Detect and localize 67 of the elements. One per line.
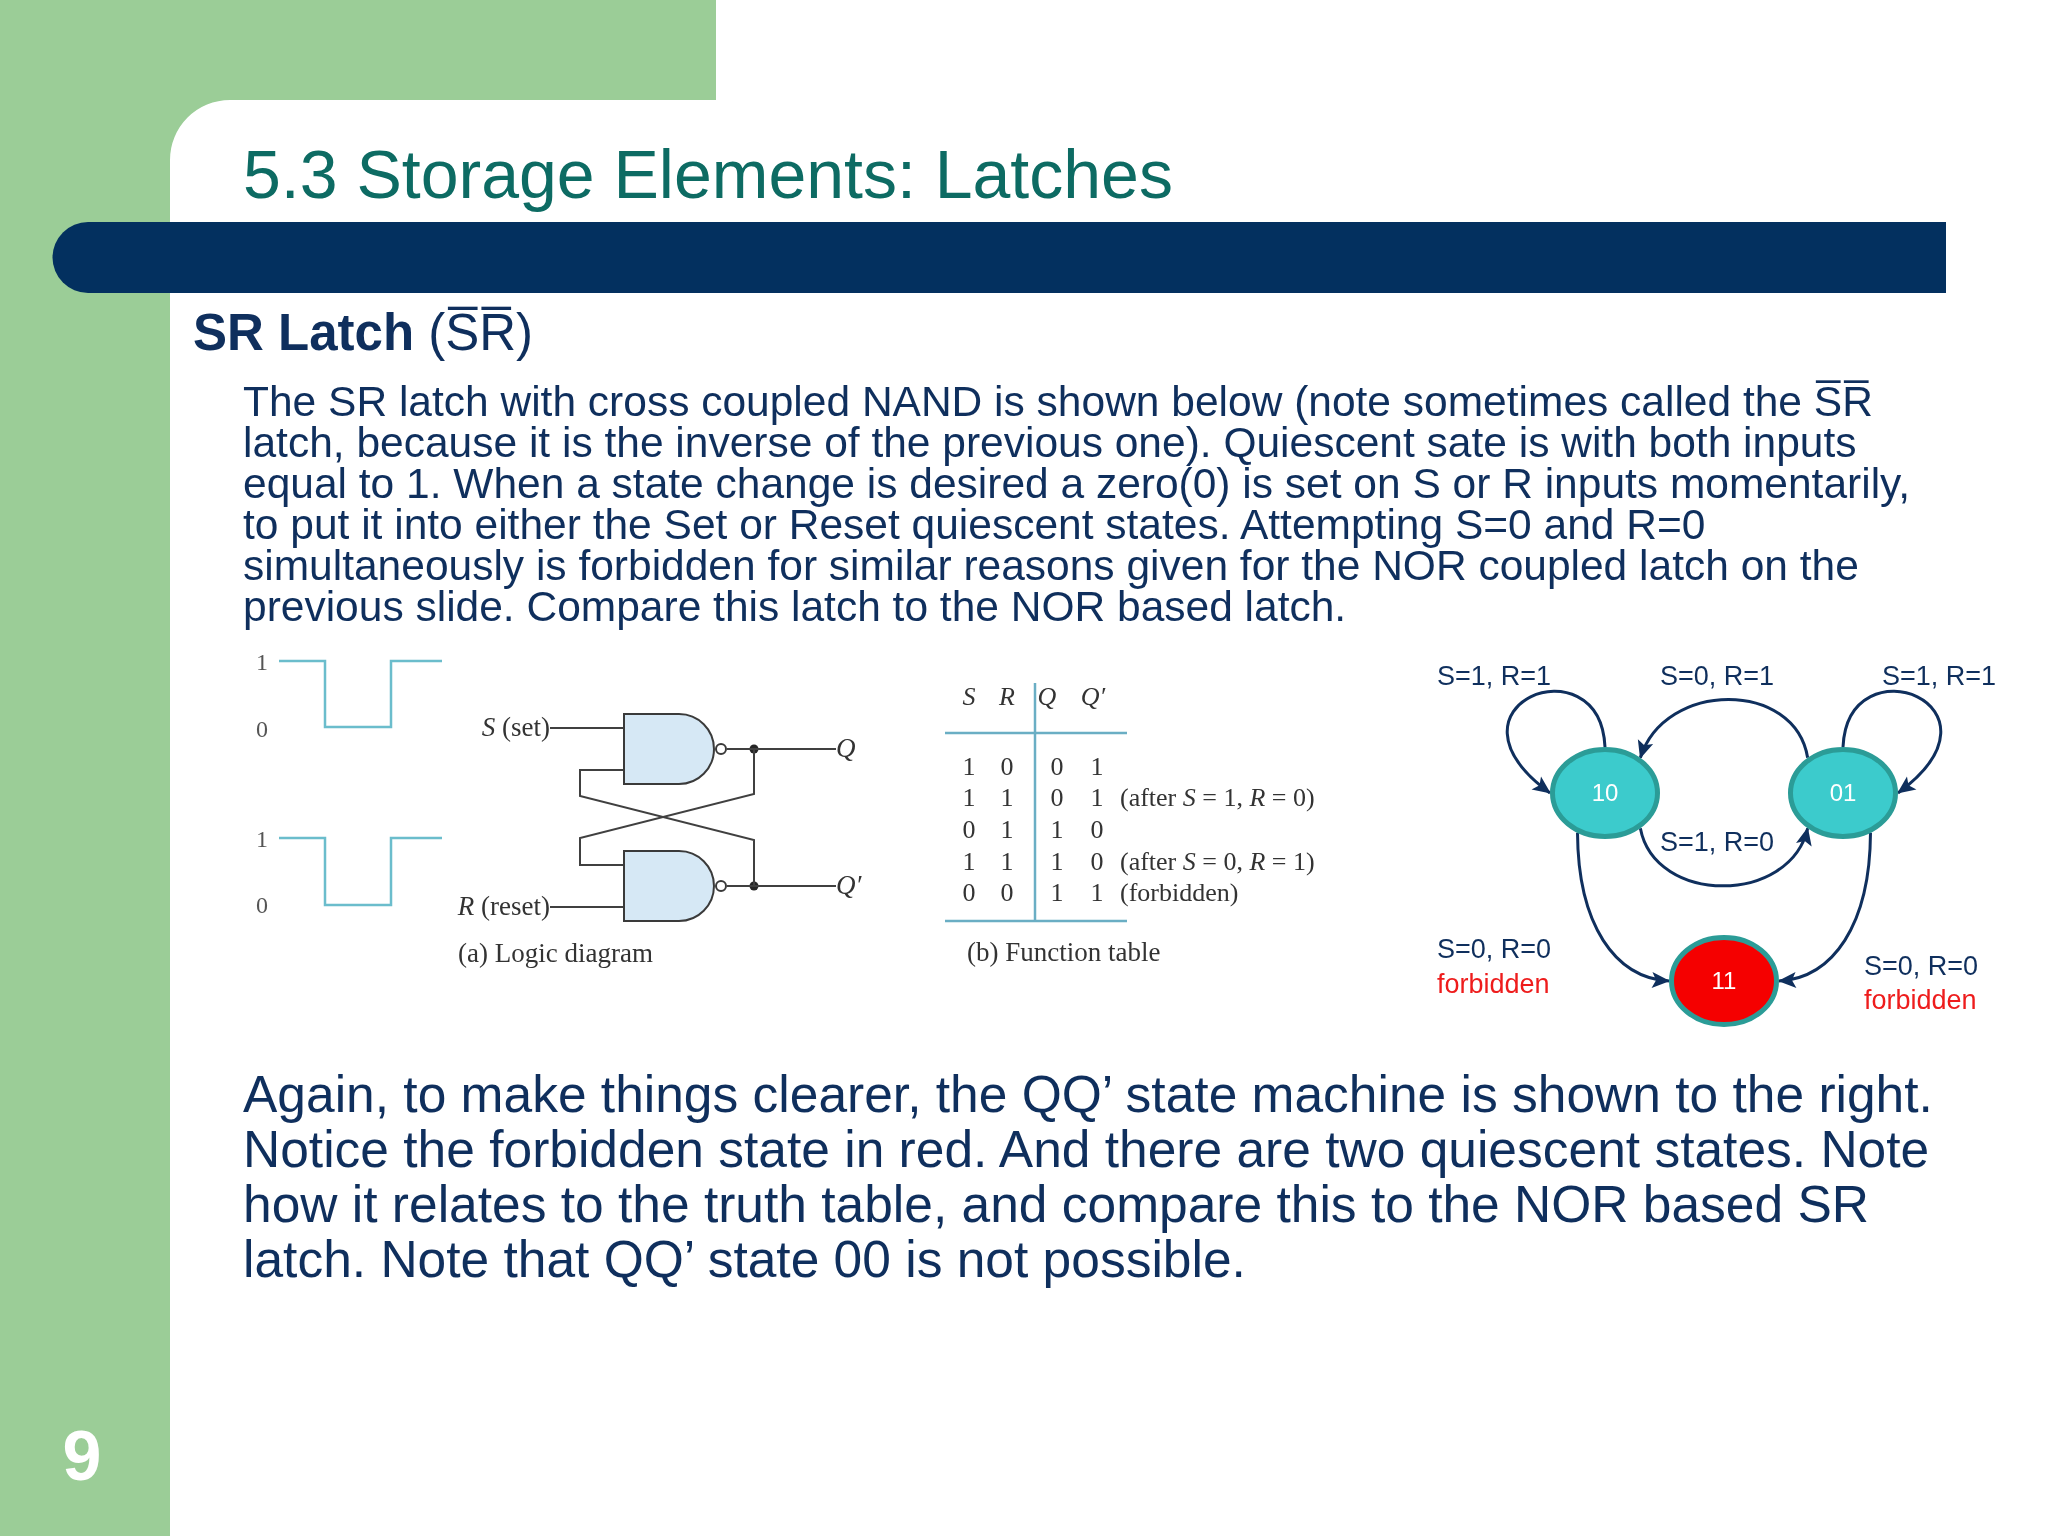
figure-caption: (b) Function table	[967, 937, 1161, 969]
state-circle	[1550, 747, 1660, 839]
column-header: Q	[1037, 682, 1057, 712]
truth-value: 1	[1050, 878, 1064, 908]
truth-value: 0	[1050, 783, 1064, 813]
truth-value: 0	[1000, 752, 1014, 782]
state-circle	[1669, 935, 1779, 1027]
output-label: Q′	[836, 870, 862, 902]
column-header: R	[999, 682, 1015, 712]
state-label: 10	[1591, 779, 1619, 807]
edge-label: S=1, R=1	[1437, 661, 1552, 693]
transition-arrow	[1576, 832, 1670, 987]
truth-value: 1	[1000, 815, 1014, 845]
table-note: (after S = 0, R = 1)	[1120, 847, 1315, 877]
section-heading: SR Latch (S̅R̅)	[193, 303, 534, 363]
truth-value: 1	[1000, 847, 1014, 877]
table-note: (forbidden)	[1120, 878, 1239, 908]
transition-arrow	[1778, 832, 1872, 987]
truth-value: 0	[1000, 878, 1014, 908]
transition-arrow	[1638, 827, 1810, 888]
wire	[549, 906, 624, 908]
state-note: forbidden	[1437, 969, 1550, 1001]
slide-title: 5.3 Storage Elements: Latches	[243, 134, 1173, 214]
state-note: forbidden	[1864, 985, 1977, 1017]
truth-value: 1	[1050, 815, 1064, 845]
transition-arrow	[1639, 697, 1810, 759]
logic-level-label: 1	[256, 826, 268, 854]
feedback-wire	[579, 769, 755, 887]
logic-level-label: 0	[256, 716, 268, 744]
edge-label: S=0, R=1	[1660, 661, 1775, 693]
column-header: Q′	[1080, 682, 1106, 712]
truth-value: 1	[1090, 783, 1104, 813]
logic-level-label: 0	[256, 892, 268, 920]
logic-level-label: 1	[256, 649, 268, 677]
nand-gate	[623, 850, 727, 922]
truth-value: 1	[1050, 847, 1064, 877]
truth-value: 1	[962, 752, 976, 782]
truth-value: 1	[1090, 752, 1104, 782]
feedback-wire	[579, 748, 755, 866]
table-note: (after S = 1, R = 0)	[1120, 783, 1315, 813]
body-text: Again, to make things clearer, the QQ’ state machine is shown to the right. Notice the forbidden state in red. And there are two quiescent states. Note how it relates to the truth table, and compare this to the NOR based SR latch. Note that QQ’ state 00 is not possible.	[243, 1067, 1934, 1287]
truth-value: 1	[962, 783, 976, 813]
transition-arrow	[1505, 690, 1607, 795]
truth-value: 0	[962, 815, 976, 845]
wire	[549, 727, 624, 729]
edge-label: S=1, R=0	[1660, 827, 1775, 859]
figure-caption: (a) Logic diagram	[458, 938, 653, 970]
input-label: S (set)	[481, 712, 550, 744]
state-label: 01	[1829, 779, 1857, 807]
edge-label: S=0, R=0	[1864, 951, 1979, 983]
truth-value: 0	[1090, 847, 1104, 877]
state-circle	[1788, 747, 1898, 839]
edge-label: S=1, R=1	[1882, 661, 1997, 693]
nand-gate	[623, 713, 727, 785]
state-label: 11	[1711, 967, 1737, 995]
output-label: Q	[836, 733, 856, 765]
truth-value: 0	[1050, 752, 1064, 782]
edge-label: S=0, R=0	[1437, 934, 1552, 966]
column-header: S	[962, 682, 976, 712]
page-number: 9	[62, 1415, 102, 1497]
truth-value: 0	[962, 878, 976, 908]
input-label: R (reset)	[457, 891, 550, 923]
truth-value: 1	[1090, 878, 1104, 908]
transition-arrow	[1841, 690, 1943, 795]
truth-value: 0	[1090, 815, 1104, 845]
truth-value: 1	[962, 847, 976, 877]
truth-value: 1	[1000, 783, 1014, 813]
